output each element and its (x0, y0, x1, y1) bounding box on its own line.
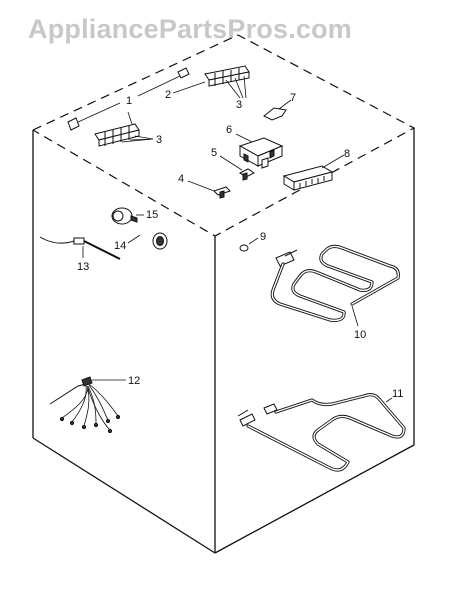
callout-6: 6 (226, 124, 232, 136)
callout-1: 1 (126, 95, 132, 107)
part-4-clip: 4 (178, 173, 231, 199)
part-5-bracket: 5 (211, 147, 255, 181)
callout-14: 14 (114, 240, 126, 252)
callout-9: 9 (260, 231, 266, 243)
callout-11: 11 (392, 388, 403, 400)
part-6-relay: 6 (226, 124, 284, 169)
part-9-grommet: 9 (239, 231, 266, 252)
part-13-sensor-probe: 13 (39, 236, 121, 273)
part-11-heating-element-lower: 11 (237, 388, 406, 472)
watermark-text: AppliancePartsPros.com (28, 14, 352, 44)
callout-10: 10 (354, 329, 366, 341)
cabinet-box (32, 34, 416, 554)
cabinet-bottom-left-edge (32, 437, 216, 554)
callout-12: 12 (128, 375, 140, 387)
part-8-control-module: 8 (282, 148, 350, 191)
part-2-terminal-block-upper: 2 3 (165, 65, 250, 111)
part-15-lamp-socket: 15 (111, 207, 158, 225)
part-10-heating-element-upper: 10 (270, 244, 400, 341)
callout-8: 8 (344, 148, 350, 160)
callout-15: 15 (146, 209, 158, 221)
callout-7: 7 (290, 92, 296, 104)
cabinet-bottom-right-edge (214, 444, 415, 554)
part-3-terminal-block-lower: 3 (94, 111, 162, 147)
part-14-lamp-lens: 14 (114, 232, 168, 252)
part-12-wire-harness: 12 (49, 375, 140, 434)
part-7-clip: 7 (263, 92, 296, 121)
callout-4: 4 (178, 173, 184, 185)
callout-2: 2 (165, 89, 171, 101)
callout-3-lower: 3 (156, 134, 162, 146)
callout-5: 5 (211, 147, 217, 159)
callout-13: 13 (77, 261, 89, 273)
part-1-bracket: 1 (67, 67, 190, 131)
callout-3-upper: 3 (236, 99, 242, 111)
cabinet-top-face (32, 34, 416, 237)
